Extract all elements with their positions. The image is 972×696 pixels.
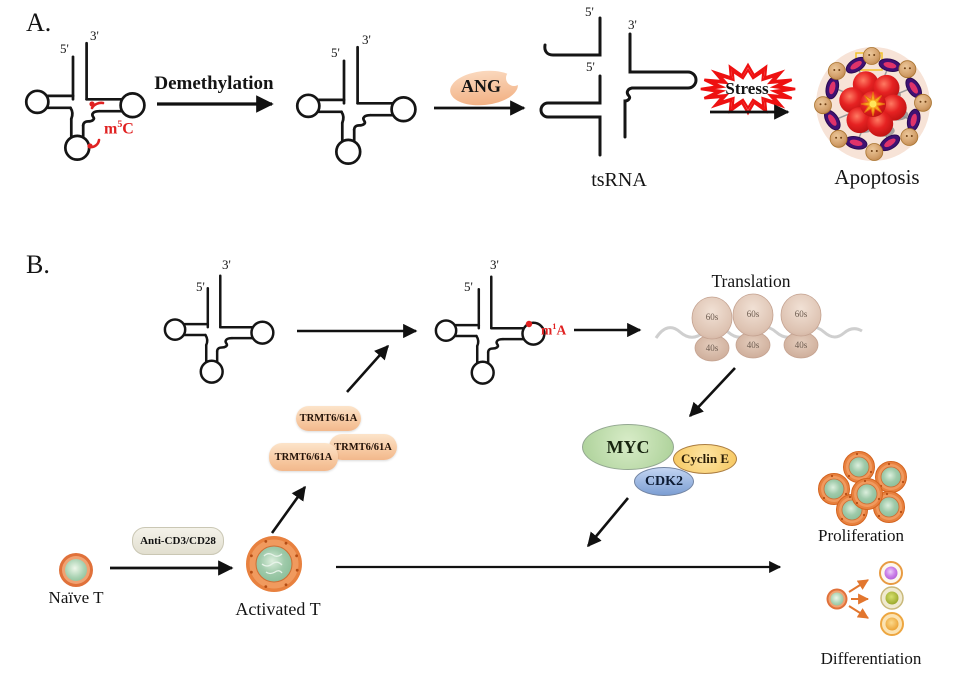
differentiation-source-cell [826,588,848,610]
activated-t-graphic [245,535,303,593]
ang-enzyme-blob [450,70,522,106]
myc-to-main-arrow [587,497,629,548]
myc-protein: MYC [582,424,674,470]
ribosome-3 [780,293,822,359]
apoptotic-bodies [814,47,932,161]
differentiation-caption: Differentiation [820,649,922,668]
trna-b1-five-prime-label: 5' [196,279,205,294]
ribosome-3-40s-label: 40s [794,340,808,350]
m5c-label: m5C [104,119,134,138]
ribosome-1 [691,296,733,362]
translation-ribosomes-graphic [654,293,863,362]
trna-b-methylated-graphic [434,275,546,385]
tsrna-three-prime-label: 3' [628,17,637,32]
ang-label: ANG [461,76,501,96]
tsrna-five-prime-top-label: 5' [585,4,594,19]
anti-cd3-cd28-pill: Anti-CD3/CD28 [132,527,224,555]
ribosome-2-60s-label: 60s [746,309,760,319]
activated-t-caption: Activated T [235,599,321,619]
trna-b2-three-prime-label: 3' [490,257,499,272]
naive-t-graphic [59,553,93,587]
ribosome-2 [732,293,774,359]
differentiated-cell-orange [880,612,904,636]
tsrna-caption: tsRNA [591,169,647,191]
trmt-enzyme-pill-1: TRMT6/61A [296,406,361,431]
trmt-enzyme-pill-2: TRMT6/61A [329,434,397,460]
differentiation-arrows [848,579,870,619]
cyclin-e-protein: Cyclin E [673,444,737,474]
differentiated-cell-olive [880,586,904,610]
apoptosis-graphic [814,47,932,161]
tsrna-five-prime-mid-label: 5' [586,59,595,74]
trna-b-unmethylated-graphic [163,274,275,384]
tsrna-fragments-graphic [539,16,698,157]
cdk2-protein: CDK2 [634,467,694,496]
naive-t-caption: Naïve T [48,588,104,607]
differentiated-cell-purple [879,561,903,585]
trna-b1-three-prime-label: 3' [222,257,231,272]
differentiation-graphic [826,561,904,636]
apoptosis-caption: Apoptosis [834,165,920,189]
trna-a2-three-prime-label: 3' [362,32,371,47]
trmt-to-arrow-arrow [346,344,389,393]
ribosome-1-60s-label: 60s [705,312,719,322]
ribosome-2-40s-label: 40s [746,340,760,350]
panel-b-label: B. [26,250,50,279]
trmt-enzyme-pill-3: TRMT6/61A [269,443,338,471]
activated-to-trmt-arrow [270,485,307,534]
m1a-label: m1A [541,322,567,338]
stress-starburst [700,62,796,116]
ribosome-3-60s-label: 60s [794,309,808,319]
trna-a-demethylated-graphic [295,45,417,166]
translation-label: Translation [711,271,791,291]
trna-a-methylated-graphic [24,41,146,162]
stress-label: Stress [725,79,769,98]
trna-b2-five-prime-label: 5' [464,279,473,294]
trna-a1-three-prime-label: 3' [90,28,99,43]
proliferation-cluster-graphic [818,451,907,526]
ribosome-1-40s-label: 40s [705,343,719,353]
demethylation-label: Demethylation [154,73,274,94]
proliferation-caption: Proliferation [818,526,904,545]
trna-a1-five-prime-label: 5' [60,41,69,56]
trna-a2-five-prime-label: 5' [331,45,340,60]
translation-to-myc-arrow [689,367,736,418]
panel-a-label: A. [26,8,52,37]
